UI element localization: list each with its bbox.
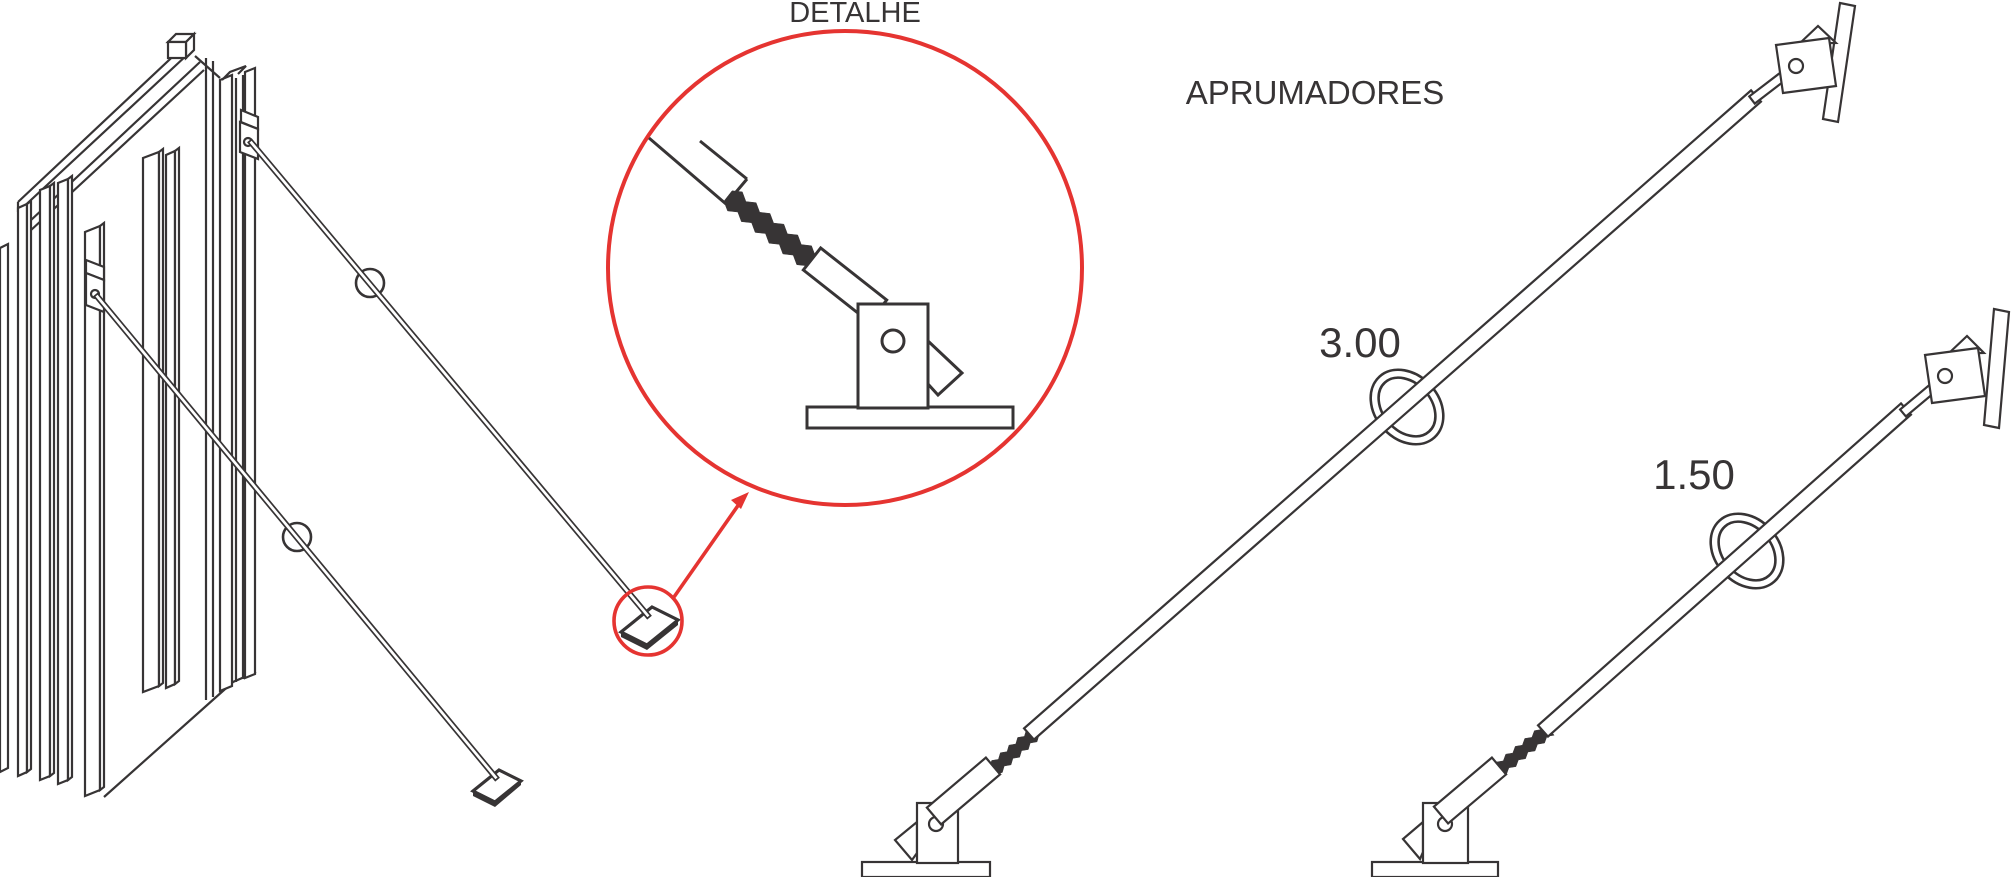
middle-battens [141,145,181,694]
brace-rod-upper [247,138,652,620]
aprumador-1-5m [1370,307,2011,877]
formwork-panel-assembly [0,31,681,807]
aprumador-3m [860,1,1857,877]
rod-ring-upper [354,267,386,299]
detail-pin-hole [880,328,906,354]
base-flap-1-5m [1401,819,1425,862]
length-label-1-5m: 1.50 [1653,451,1735,498]
tube-1-5m [1536,401,1913,739]
detail-leader-arrowhead [731,492,749,509]
group-title: APRUMADORES [1186,74,1445,111]
top-bracket-3m [1774,36,1838,95]
base-plate-3m [860,860,992,877]
length-label-3m: 3.00 [1319,319,1401,366]
panel-bracket-lower [84,258,106,314]
right-battens [218,64,257,693]
detail-anchor-flap [926,337,965,398]
detail-title: DETALHE [789,0,921,29]
panel-bracket-upper [238,108,260,161]
detail-bubble-circle [606,29,1084,507]
rod-ring-lower [281,521,313,553]
detail-outer-tube [648,136,749,206]
wall-plate-1-5m [1982,307,2011,430]
top-pin-hole-1-5m [1936,367,1954,385]
detail-source-circle [612,585,684,657]
detail-callout [606,29,1084,657]
detail-foot-bracket [856,302,930,410]
detail-leader-line [672,495,746,599]
base-plate-1-5m [1370,860,1500,877]
base-flap-3m [893,819,919,862]
top-cap-block [165,31,197,61]
sleeve-1-5m [1432,756,1508,825]
top-bracket-1-5m [1923,346,1987,405]
detail-view [648,136,1015,430]
tube-3m [1022,88,1763,742]
sleeve-3m [925,756,1002,826]
rod-base-plate-lower [470,768,524,807]
left-battens [0,173,106,798]
detail-base-plate [805,405,1015,430]
top-pin-hole-3m [1787,57,1805,75]
brace-rod-lower [93,292,500,782]
rod-base-plate-upper [618,605,681,650]
